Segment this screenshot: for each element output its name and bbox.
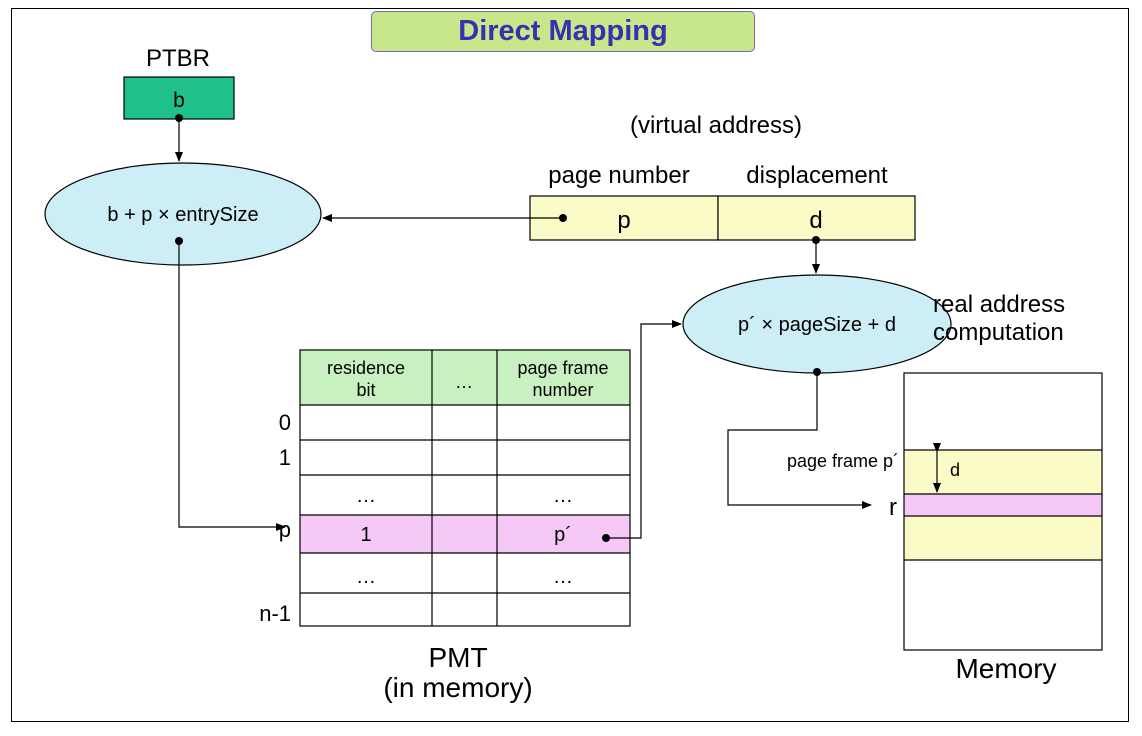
entry-formula-ellipse (44, 162, 322, 266)
pmt-cell: … (553, 485, 573, 507)
memory-target-word (904, 494, 1102, 516)
title-box: Direct Mapping (371, 11, 755, 52)
real-address-label-line1: real address (933, 291, 1065, 318)
pmt-row-highlight (300, 515, 630, 553)
real-to-memory-arrow (727, 372, 872, 509)
pmt-header-residence-2: bit (356, 380, 375, 400)
pmt-caption-line2: (in memory) (383, 672, 532, 703)
memory-caption: Memory (955, 653, 1056, 684)
ptbr-value: b (173, 89, 185, 112)
real-formula: p´ × pageSize + d (738, 314, 896, 336)
pmt-row-label: p (279, 517, 291, 542)
ptbr-label: PTBR (146, 45, 210, 72)
real-address-label-line2: computation (933, 319, 1064, 346)
ptbr-register (123, 76, 235, 120)
pmt-cell: 1 (360, 524, 371, 546)
displacement-span-label: d (950, 460, 960, 480)
displacement-value: d (809, 207, 822, 234)
pmt-row-label: 0 (279, 410, 291, 435)
pmt-cell: … (356, 566, 376, 588)
pmt-cell: … (553, 566, 573, 588)
page-number-label: page number (548, 162, 689, 189)
displacement-label: displacement (746, 162, 888, 189)
pmt-caption-line1: PMT (428, 642, 487, 673)
pmt-row-label: 1 (279, 445, 291, 470)
frame-to-real-arrow (606, 320, 682, 539)
page-frame-label: page frame p´ (787, 451, 899, 471)
pmt-cell: p´ (554, 524, 572, 546)
pmt-header-row (300, 350, 630, 405)
real-address-r-label: r (889, 494, 897, 521)
page-number-value: p (617, 207, 630, 234)
pmt-header-residence-1: residence (327, 358, 405, 378)
pmt-header-frame-1: page frame (517, 358, 608, 378)
pmt-row-label: n-1 (259, 601, 291, 626)
pmt-header-middle: … (455, 372, 473, 392)
virtual-address-caption: (virtual address) (630, 112, 802, 139)
formula-to-pmt-arrow (178, 241, 286, 531)
pmt-header-frame-2: number (532, 380, 593, 400)
diagram-title: Direct Mapping (458, 15, 668, 47)
pmt-cell: … (356, 485, 376, 507)
memory-block: Memory (903, 372, 1103, 684)
pmt-table: residence bit … page frame number 0 1 p … (259, 349, 631, 703)
entry-formula: b + p × entrySize (107, 204, 258, 226)
